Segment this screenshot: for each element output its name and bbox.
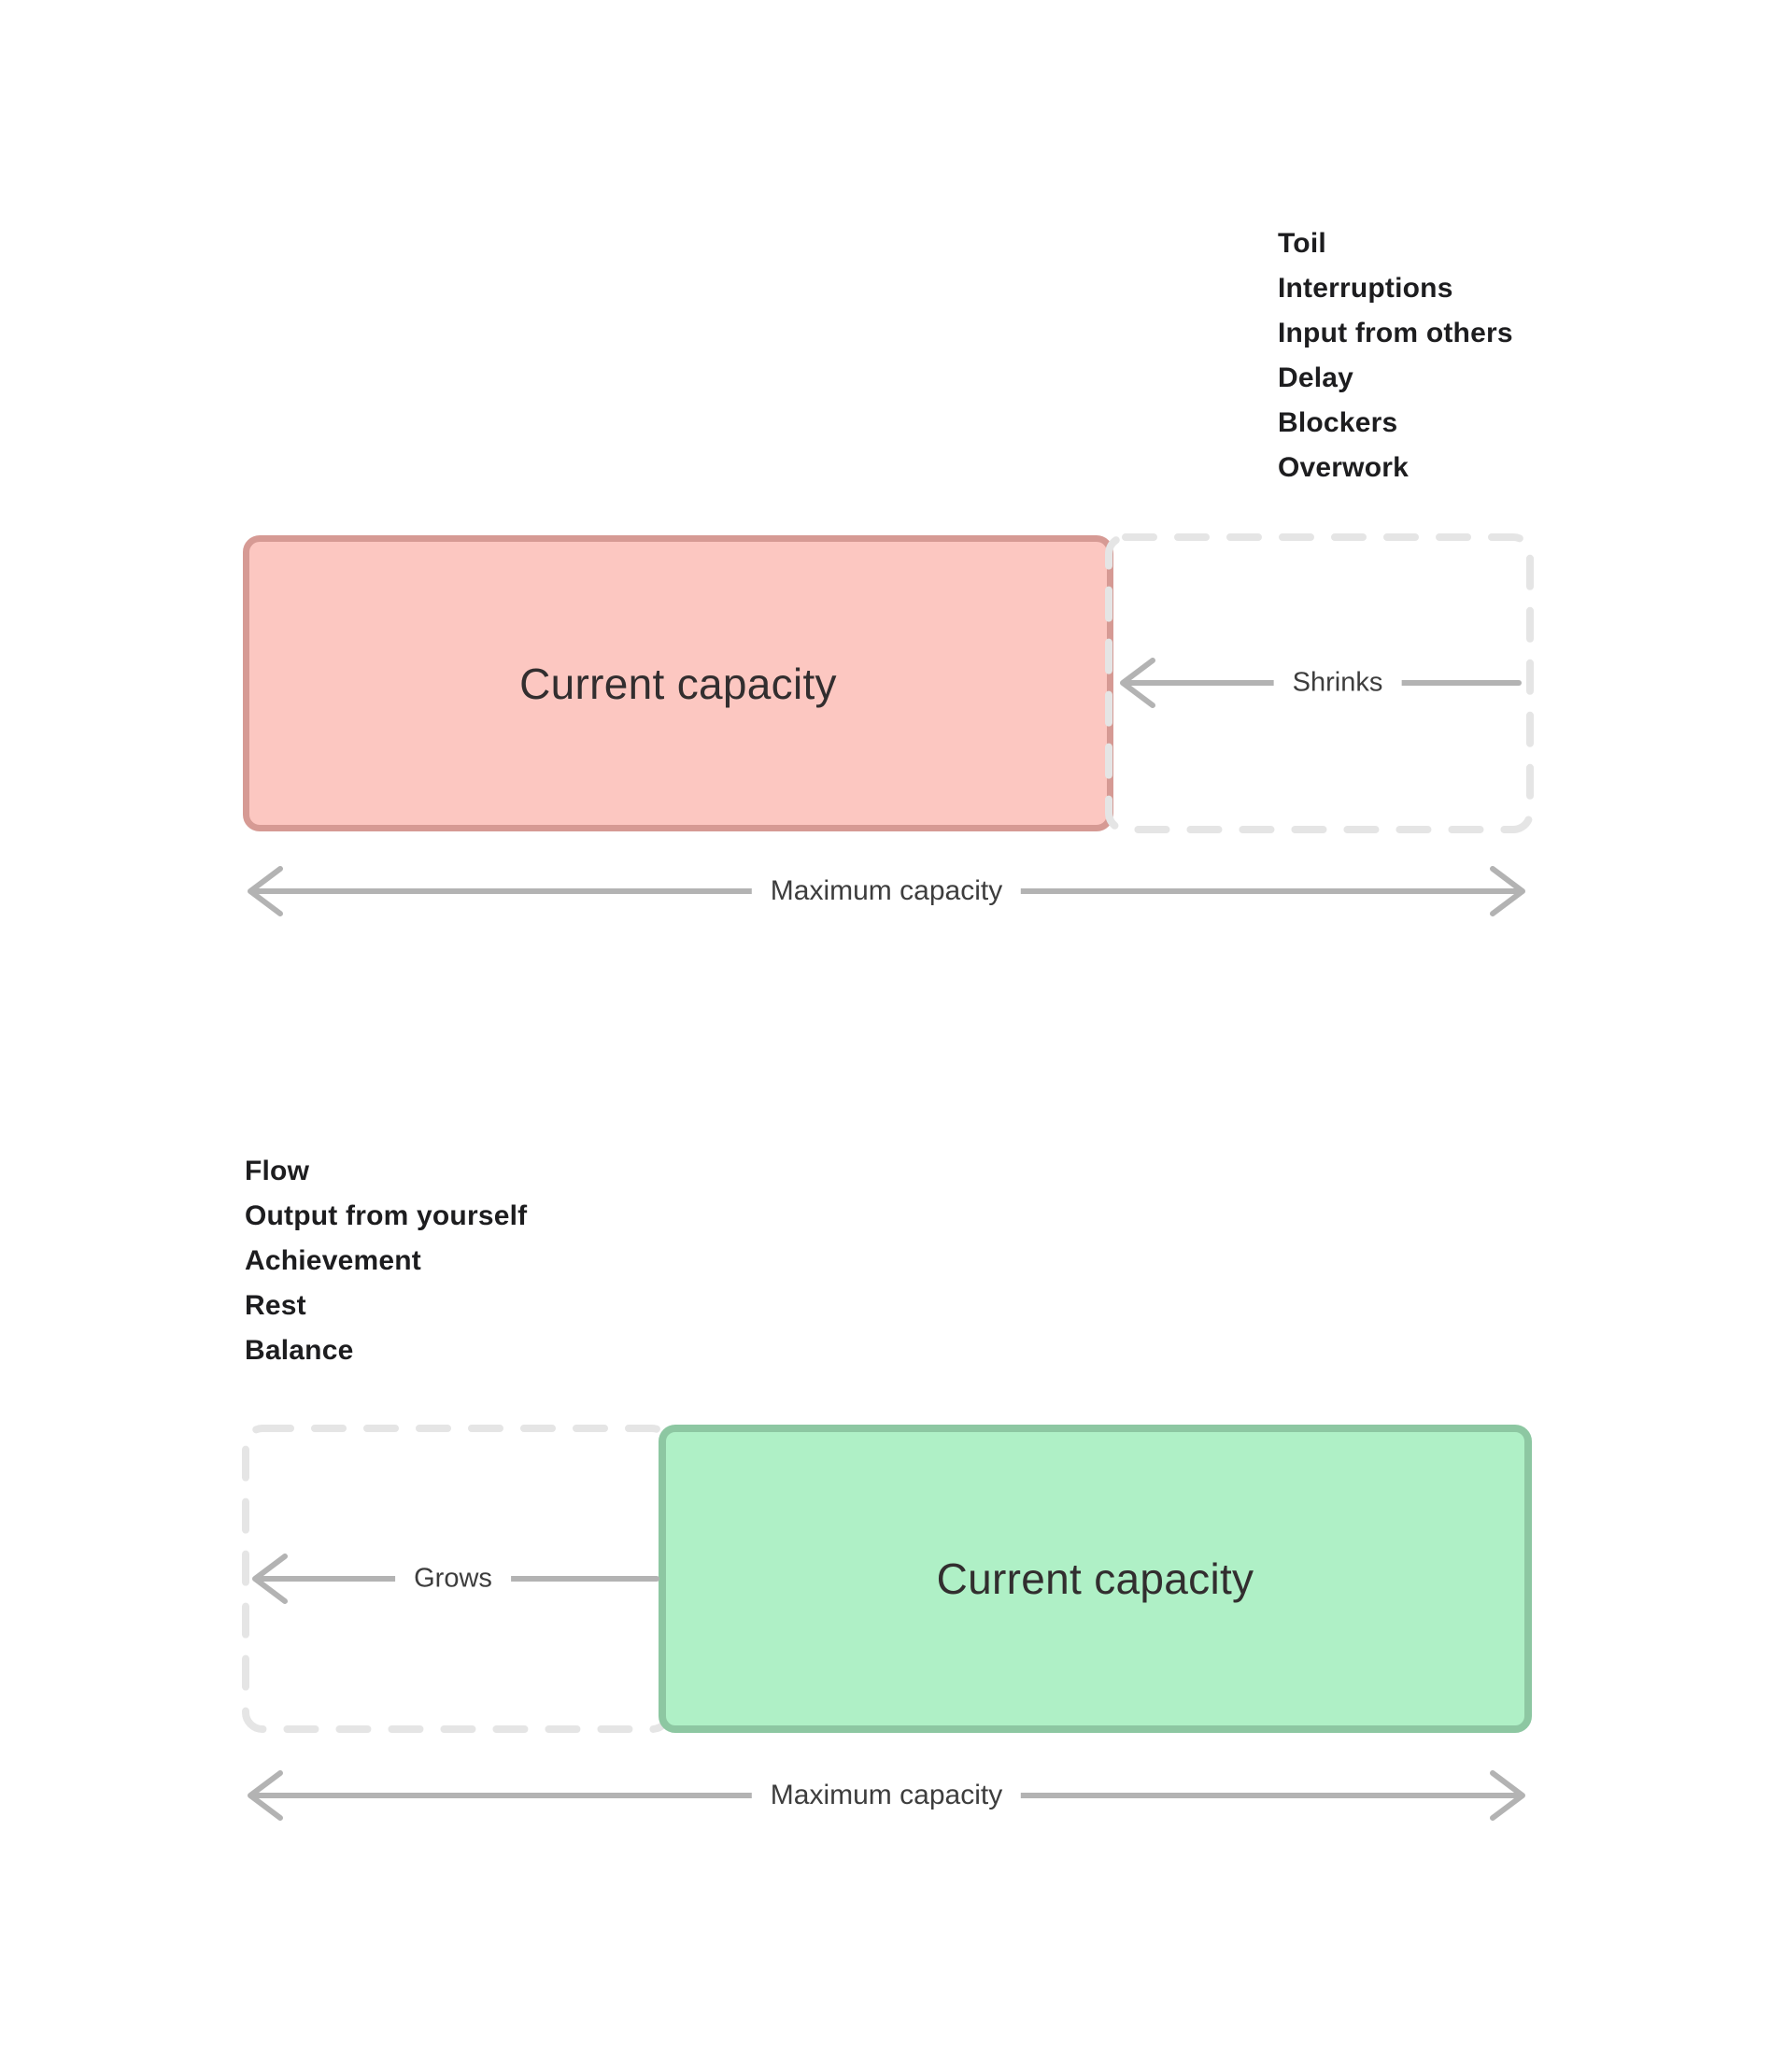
maximum-capacity-label-top: Maximum capacity [751,875,1022,907]
list-item: Output from yourself [245,1200,528,1231]
shrinks-label: Shrinks [1273,667,1402,699]
list-item: Achievement [245,1245,421,1276]
list-item: Flow [245,1156,310,1186]
list-item: Input from others [1278,318,1513,348]
grows-label: Grows [395,1563,511,1595]
list-item: Blockers [1278,407,1398,438]
list-item: Delay [1278,362,1354,393]
maximum-capacity-label-bottom: Maximum capacity [751,1780,1022,1811]
shrink-factors-list: Toil Interruptions Input from others Del… [1278,221,1513,490]
list-item: Toil [1278,228,1326,259]
list-item: Balance [245,1335,354,1366]
current-capacity-box-top: Current capacity [243,535,1113,831]
grow-factors-list: Flow Output from yourself Achievement Re… [245,1149,527,1373]
list-item: Overwork [1278,452,1409,483]
current-capacity-box-bottom: Current capacity [659,1425,1532,1733]
list-item: Rest [245,1290,306,1321]
current-capacity-label: Current capacity [519,659,837,708]
dashed-capacity-outline-top [1105,533,1534,833]
current-capacity-label: Current capacity [936,1554,1254,1603]
list-item: Interruptions [1278,273,1453,304]
